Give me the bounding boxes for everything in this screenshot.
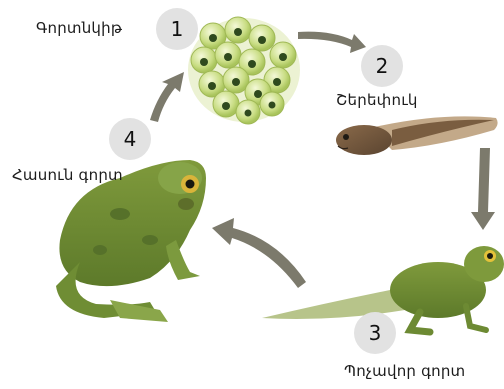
arrow-3-to-4 bbox=[212, 218, 306, 288]
tadpole-image bbox=[336, 116, 498, 155]
arrow-4-to-1 bbox=[150, 72, 184, 122]
stage-2-badge: 2 bbox=[361, 45, 403, 87]
stage-1-label: Գորտնկիթ bbox=[36, 19, 122, 37]
stage-2-label: Շերեփուկ bbox=[336, 91, 418, 109]
arrow-1-to-2 bbox=[298, 32, 366, 53]
stage-1-badge: 1 bbox=[156, 8, 198, 50]
adult-frog-image bbox=[56, 160, 206, 322]
stage-3-label: Պոչավոր գորտ bbox=[344, 362, 465, 380]
stage-3-badge: 3 bbox=[354, 312, 396, 354]
frog-eggs-image bbox=[188, 17, 300, 124]
stage-4-label: Հասուն գորտ bbox=[12, 166, 123, 184]
stage-4-badge: 4 bbox=[109, 118, 151, 160]
arrow-2-to-3 bbox=[471, 148, 495, 230]
